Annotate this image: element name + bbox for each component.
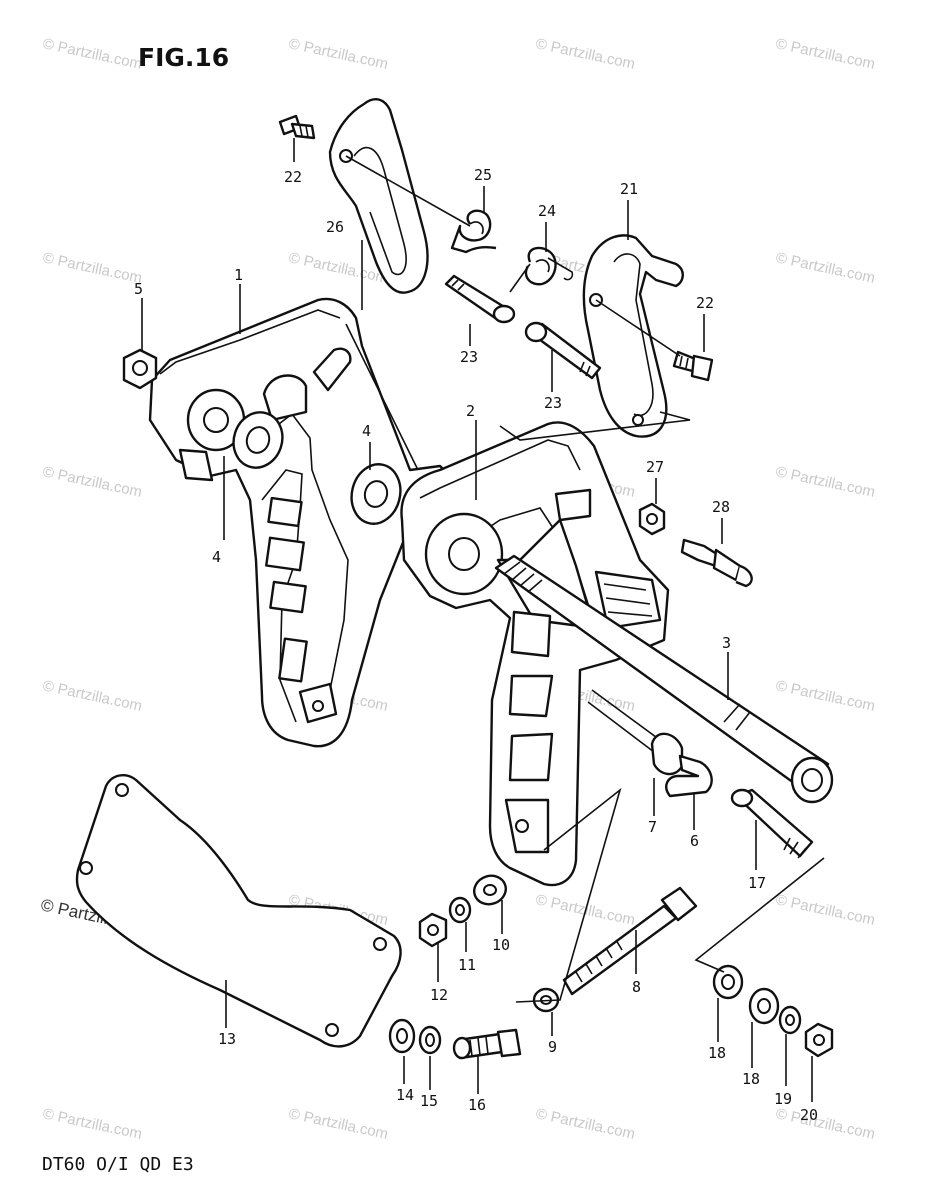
part-12-nut[interactable] (418, 912, 448, 948)
watermark: © Partzilla.com (774, 677, 876, 715)
watermark: © Partzilla.com (41, 1105, 143, 1143)
part-3-tilt-tube[interactable] (494, 554, 834, 804)
part-27-nut[interactable] (638, 502, 666, 536)
figure-title: FIG.16 (138, 43, 229, 72)
callout-4-center: 4 (362, 422, 371, 440)
model-code: DT60 O/I QD E3 (42, 1154, 194, 1175)
callout-18-b: 18 (742, 1070, 760, 1088)
callout-25: 25 (474, 166, 492, 184)
part-17-stud[interactable] (730, 788, 814, 859)
callout-9: 9 (548, 1038, 557, 1056)
watermark: © Partzilla.com (41, 35, 143, 73)
callout-28: 28 (712, 498, 730, 516)
callout-21: 21 (620, 180, 638, 198)
watermark: © Partzilla.com (287, 1105, 389, 1143)
callout-18-a: 18 (708, 1044, 726, 1062)
part-24-spring[interactable] (509, 246, 574, 293)
part-6-7-hose-fitting[interactable] (587, 689, 713, 798)
callout-23-left: 23 (460, 348, 478, 366)
callout-27: 27 (646, 458, 664, 476)
watermark: © Partzilla.com (534, 35, 636, 73)
part-13-plate[interactable] (75, 774, 402, 1048)
callout-4-left: 4 (212, 548, 221, 566)
part-1-clamp-bracket-left[interactable] (148, 297, 450, 748)
watermark: © Partzilla.com (774, 463, 876, 501)
callout-16: 16 (468, 1096, 486, 1114)
part-11-lockwasher[interactable] (448, 896, 472, 924)
part-20-nut[interactable] (804, 1022, 834, 1058)
callout-6: 6 (690, 832, 699, 850)
part-23-pin-right[interactable] (524, 321, 602, 380)
part-26-tilt-plate[interactable] (328, 98, 429, 294)
watermark: © Partzilla.com (41, 249, 143, 287)
callout-22-top: 22 (284, 168, 302, 186)
watermark: © Partzilla.com (287, 35, 389, 73)
part-22-bolt-right[interactable] (672, 350, 714, 382)
callout-19: 19 (774, 1090, 792, 1108)
watermark: © Partzilla.com (534, 1105, 636, 1143)
callout-10: 10 (492, 936, 510, 954)
callout-3: 3 (722, 634, 731, 652)
watermark: © Partzilla.com (774, 35, 876, 73)
callout-13: 13 (218, 1030, 236, 1048)
callout-7: 7 (648, 818, 657, 836)
part-22-bolt-top[interactable] (278, 114, 316, 140)
part-16-bolt[interactable] (452, 1028, 522, 1060)
callout-20: 20 (800, 1106, 818, 1124)
part-14-washer[interactable] (388, 1018, 416, 1054)
part-8-long-bolt[interactable] (562, 886, 698, 996)
part-25-spring[interactable] (450, 209, 497, 254)
watermark: © Partzilla.com (41, 677, 143, 715)
part-18-washer-b[interactable] (748, 987, 780, 1025)
watermark: © Partzilla.com (41, 463, 143, 501)
callout-11: 11 (458, 956, 476, 974)
callout-23-right: 23 (544, 394, 562, 412)
callout-24: 24 (538, 202, 556, 220)
callout-2: 2 (466, 402, 475, 420)
callout-26: 26 (326, 218, 344, 236)
callout-1: 1 (234, 266, 243, 284)
watermark: © Partzilla.com (774, 249, 876, 287)
part-4-washer-left[interactable] (227, 406, 290, 474)
watermark: © Partzilla.com (774, 891, 876, 929)
callout-8: 8 (632, 978, 641, 996)
leader-lines (141, 138, 825, 1102)
part-10-washer[interactable] (470, 871, 510, 908)
part-23-pin-left[interactable] (444, 274, 516, 324)
callout-14: 14 (396, 1086, 414, 1104)
part-4-washer-center[interactable] (345, 459, 406, 529)
part-15-lockwasher[interactable] (418, 1025, 442, 1055)
callout-15: 15 (420, 1092, 438, 1110)
callout-labels: 1 2 3 4 4 5 6 7 8 9 10 11 12 13 14 15 16… (134, 166, 818, 1124)
callout-22-right: 22 (696, 294, 714, 312)
part-19-lockwasher[interactable] (778, 1005, 802, 1035)
callout-12: 12 (430, 986, 448, 1004)
part-5-nut[interactable] (122, 348, 158, 390)
part-28-fitting[interactable] (680, 538, 753, 588)
callout-5: 5 (134, 280, 143, 298)
part-2-clamp-bracket-right[interactable] (400, 421, 670, 887)
part-18-washer-a[interactable] (712, 964, 744, 1000)
watermark: © Partzilla.com (774, 1105, 876, 1143)
callout-17: 17 (748, 874, 766, 892)
part-21-tilt-lever[interactable] (582, 234, 684, 438)
